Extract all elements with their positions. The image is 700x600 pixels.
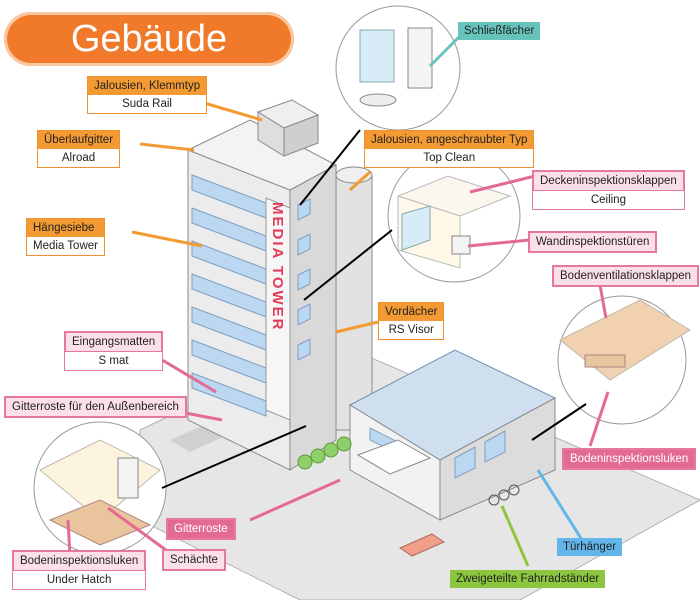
label-jalousien-klemmtyp: Jalousien, Klemmtyp Suda Rail	[87, 76, 208, 114]
hall-side	[439, 397, 556, 521]
car	[398, 533, 446, 557]
label-gitterroste: Gitterroste	[166, 518, 236, 540]
label-haengesiebe: Hängesiebe Media Tower	[26, 218, 105, 256]
label-bodeninspektionsluken-left: Bodeninspektionsluken Under Hatch	[12, 550, 147, 590]
building-sign: MEDIA TOWER	[269, 202, 286, 332]
label-bodeninspektionsluken-right: Bodeninspektionsluken	[562, 448, 697, 470]
canopy	[356, 439, 432, 475]
label-ueberlaufgitter: Überlaufgitter Alroad	[37, 130, 121, 168]
label-deckeninspektionsklappen: Deckeninspektionsklappen Ceiling	[532, 170, 685, 210]
leader-lines	[161, 129, 587, 489]
label-schaechte: Schächte	[162, 549, 226, 571]
label-tuerhaenger: Türhänger	[557, 538, 623, 556]
page-title: Gebäude	[4, 12, 294, 66]
detail-circle-floor	[557, 295, 691, 425]
label-fahrradstaender: Zweigeteilte Fahrradständer	[450, 570, 606, 588]
bicycles	[488, 484, 520, 506]
label-schliessfaecher: Schließfächer	[458, 22, 541, 40]
detail-circle-room	[387, 149, 521, 283]
side-cylinder	[335, 174, 373, 431]
label-jalousien-schraubtyp: Jalousien, angeschraubter Typ Top Clean	[364, 130, 535, 168]
label-eingangsmatten: Eingangsmatten S mat	[64, 331, 164, 371]
label-gitterroste-aussen: Gitterroste für den Außenbereich	[4, 396, 187, 418]
sign-panel	[265, 197, 291, 421]
tower-roof	[186, 119, 338, 191]
detail-circle-lockers	[335, 5, 461, 131]
tower-right-face	[289, 164, 337, 471]
label-bodenventilationsklappen: Bodenventilationsklappen	[552, 265, 700, 287]
trees	[297, 436, 352, 470]
label-vordaecher: Vordächer RS Visor	[378, 302, 445, 340]
label-wandinspektionstueren: Wandinspektionstüren	[528, 231, 658, 253]
